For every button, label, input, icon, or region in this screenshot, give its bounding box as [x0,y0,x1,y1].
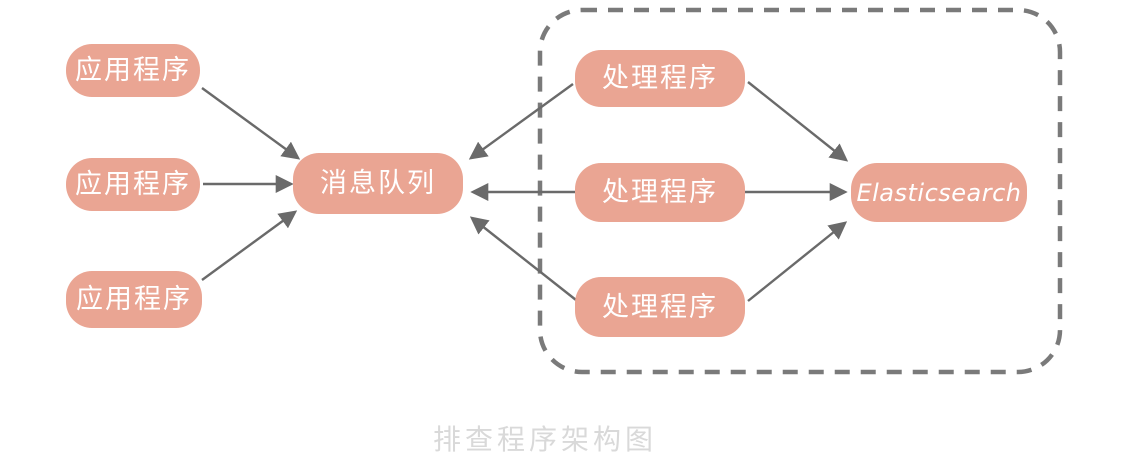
arrow-handler3-to-es [747,221,848,302]
node-elasticsearch-label: Elasticsearch [856,178,1022,207]
node-application-3: 应用程序 [66,271,202,328]
node-handler-1: 处理程序 [575,50,745,107]
node-handler-1-label: 处理程序 [602,63,718,94]
node-handler-3-label: 处理程序 [602,291,718,323]
node-message-queue: 消息队列 [293,153,463,214]
node-elasticsearch: Elasticsearch [851,163,1027,222]
arrow-handler1-to-mq [468,83,574,160]
diagram-caption: 排查程序架构图 [432,423,657,456]
arrow-app3-to-mq [201,210,298,281]
arrow-handler3-to-mq [469,216,577,301]
node-handler-3: 处理程序 [575,277,745,337]
node-message-queue-label: 消息队列 [320,168,436,199]
node-application-3-label: 应用程序 [76,284,192,315]
arrow-app1-to-mq [201,87,301,160]
node-handler-2: 处理程序 [575,163,745,222]
node-handler-2-label: 处理程序 [602,177,718,208]
node-application-1: 应用程序 [66,44,200,97]
arrow-handler1-to-es [747,81,849,162]
node-application-2-label: 应用程序 [75,169,191,200]
node-application-2: 应用程序 [66,158,200,211]
node-application-1-label: 应用程序 [75,55,191,86]
